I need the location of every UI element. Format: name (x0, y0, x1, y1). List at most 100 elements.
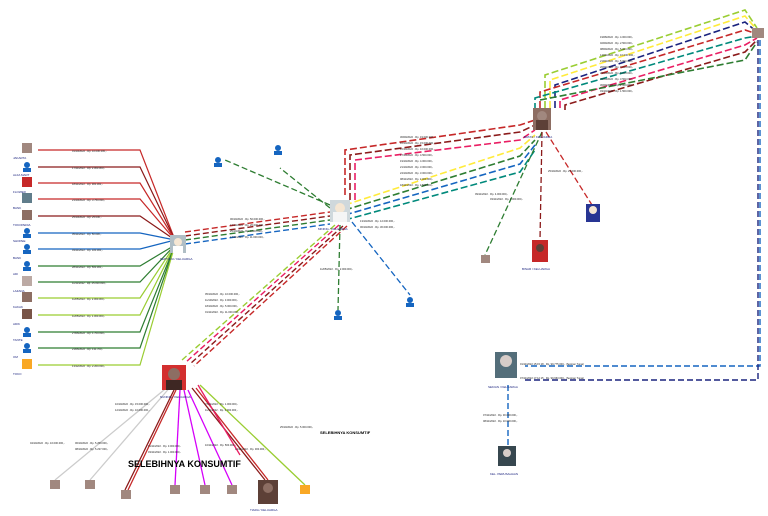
node-left-12[interactable]: TANTE (13, 327, 31, 342)
edge-left-4 (38, 198, 176, 241)
right-hub-label: BATAS / KELUARGA (524, 135, 552, 139)
svg-text:03/10/2022 · Rp. 1.500.000,-: 03/10/2022 · Rp. 1.500.000,- (600, 89, 633, 93)
right-hub-down-edges (484, 131, 593, 256)
node-bottom-1[interactable] (50, 480, 60, 489)
node-left-11[interactable]: ADIK (13, 309, 32, 326)
node-bottom-4[interactable] (170, 485, 180, 494)
edge-rt-5 (534, 35, 758, 110)
svg-text:ALFA MART: ALFA MART (13, 173, 30, 177)
svg-text:08/10/2022 · Rp. 5.237.000,-: 08/10/2022 · Rp. 5.237.000,- (75, 447, 108, 451)
edge-lc-3 (184, 219, 331, 241)
svg-text:18/10/2022 · Rp. 5.000.000,-: 18/10/2022 · Rp. 5.000.000,- (205, 304, 238, 308)
svg-text:12/10/2022 · Rp. 10.000.000,-: 12/10/2022 · Rp. 10.000.000,- (400, 147, 435, 151)
edge-cd-2 (351, 221, 411, 296)
edge-cd-1 (337, 224, 341, 311)
svg-text:05/11/2022 · Rp. 50.000,-: 05/11/2022 · Rp. 50.000,- (72, 232, 102, 236)
node-left-7[interactable]: BANK (13, 244, 31, 260)
node-left-4[interactable]: BANK (13, 193, 32, 210)
node-left-8[interactable]: ADI (13, 261, 31, 276)
svg-text:07/11/2022 17:12:15 · Rp. 99.9: 07/11/2022 17:12:15 · Rp. 99.963.000,- (… (520, 376, 584, 380)
edge-lc-2 (184, 215, 331, 237)
svg-text:21/06/2022 · Rp. 131.700,-: 21/06/2022 · Rp. 131.700,- (72, 347, 103, 351)
edge-left-2 (38, 166, 176, 241)
svg-text:03/11/2022 · Rp. 3.000.000,-: 03/11/2022 · Rp. 3.000.000,- (490, 197, 523, 201)
node-top-right[interactable] (752, 28, 764, 38)
edge-rv-2 (525, 40, 759, 381)
svg-text:25/10/2022 · Rp. 5.000.000,-: 25/10/2022 · Rp. 5.000.000,- (280, 425, 313, 429)
edge-rt-4 (539, 29, 758, 108)
node-top-center[interactable] (274, 145, 282, 155)
edge-rt-8 (539, 41, 758, 101)
person-right-bottom-label: BINAR / KELUARGA (522, 267, 550, 271)
svg-text:01/10/2022 · Rp. 10.000.000,-: 01/10/2022 · Rp. 10.000.000,- (72, 149, 107, 153)
person-bottom-right-label: TIARA / KELUARGA (250, 508, 278, 512)
node-bottom-3[interactable] (121, 490, 131, 499)
node-bottom-7[interactable]: TIARA / KELUARGA (250, 480, 278, 512)
edge-b-5 (174, 389, 181, 486)
center-hub-node[interactable]: MINING / KELUARGA (318, 200, 350, 231)
svg-text:27/06/2022 · Rp. 1.700.000,-: 27/06/2022 · Rp. 1.700.000,- (72, 331, 105, 335)
edge-cr-1 (344, 119, 536, 195)
node-bottom-5[interactable] (200, 485, 210, 494)
svg-text:LAZADA: LAZADA (13, 289, 25, 293)
svg-text:18/11/2022 · Rp. 2.500.000,-: 18/11/2022 · Rp. 2.500.000,- (400, 183, 433, 187)
edge-lc-4 (184, 223, 331, 245)
svg-text:KAKAK: KAKAK (13, 305, 23, 309)
node-left-1[interactable]: JAKARTA (13, 143, 32, 160)
node-left-2[interactable]: ALFA MART (13, 162, 31, 177)
svg-text:28/09/2022 · Rp. 8.000.000,-: 28/09/2022 · Rp. 8.000.000,- (600, 71, 633, 75)
bottom-row-nodes: TIARA / KELUARGA (50, 480, 310, 512)
right-hub-node[interactable]: BATAS / KELUARGA (524, 108, 552, 139)
node-left-13[interactable]: OM (13, 343, 31, 359)
left-nodes: JAKARTA ALFA MART FLOWER BANK TOKOPEDIA … (13, 143, 32, 376)
svg-text:06/10/2022 · Rp. 5.250.000,-: 06/10/2022 · Rp. 5.250.000,- (75, 441, 108, 445)
node-bottom-2[interactable] (85, 480, 95, 489)
svg-text:04/10/2022 · Rp. 16.000.000,-: 04/10/2022 · Rp. 16.000.000,- (30, 441, 65, 445)
edge-cb-4 (193, 225, 348, 367)
node-mid-right[interactable]: SEKIAN / KELUARGA (488, 352, 518, 389)
center-hub-label: MINING / KELUARGA (318, 227, 348, 231)
node-bottom-6[interactable] (227, 485, 237, 494)
svg-text:08/09/2022 · Rp. 5.000.000,-: 08/09/2022 · Rp. 5.000.000,- (600, 47, 633, 51)
node-left-14[interactable]: TOKO (13, 359, 32, 376)
svg-text:01/11/2022 · Rp. 11.000.000,-: 01/11/2022 · Rp. 11.000.000,- (205, 310, 239, 314)
svg-text:08/11/2022 · Rp. 10.000.000,-: 08/11/2022 · Rp. 10.000.000,- (483, 419, 518, 423)
node-right-down-3[interactable] (586, 204, 600, 222)
svg-text:12/10/2022 · Rp. 10.000.000,-: 12/10/2022 · Rp. 10.000.000,- (115, 408, 150, 412)
edge-left-11 (38, 244, 176, 316)
svg-text:30/09/2022 · Rp. 19.000.000,-: 30/09/2022 · Rp. 19.000.000,- (400, 135, 435, 139)
svg-text:13/10/2022 · Rp. 20.000.000,-: 13/10/2022 · Rp. 20.000.000,- (230, 223, 265, 227)
center-bottom-bundle (181, 224, 348, 367)
node-mid-right-down[interactable]: KEL. PERUSAHAAN (490, 446, 518, 476)
edge-left-8 (38, 244, 176, 267)
edge-left-9 (38, 244, 176, 283)
node-left-5[interactable]: TOKOPEDIA (13, 210, 32, 227)
right-vertical-edges (507, 40, 761, 445)
edge-cr-3 (354, 129, 536, 200)
node-top-left-center[interactable] (214, 157, 222, 167)
node-left-6[interactable]: SHOPEE (13, 228, 31, 243)
node-left-9[interactable]: LAZADA (13, 276, 32, 293)
svg-text:11/11/2022 · Rp. 3.000.000,-: 11/11/2022 · Rp. 3.000.000,- (205, 408, 238, 412)
node-bottom-8[interactable] (300, 485, 310, 494)
svg-text:25/10/2022 · Rp. 3.000.000,-: 25/10/2022 · Rp. 3.000.000,- (230, 229, 263, 233)
svg-text:07/11/2022 · Rp. 30.000.000,-: 07/11/2022 · Rp. 30.000.000,- (483, 413, 518, 417)
node-center-down-1[interactable] (334, 310, 342, 320)
node-right-down-1[interactable] (481, 255, 490, 263)
edge-left-6 (38, 232, 176, 241)
bottom-hub-node[interactable]: NUNING / KELUARGA (160, 365, 191, 399)
edge-b-3 (124, 389, 175, 491)
left-center-bundle (184, 211, 331, 245)
node-right-down-2[interactable]: BINAR / KELUARGA (522, 240, 550, 271)
svg-text:BANK: BANK (13, 256, 21, 260)
node-left-10[interactable]: KAKAK (13, 292, 32, 309)
svg-text:02/09/2022 · Rp. 2.500.000,-: 02/09/2022 · Rp. 2.500.000,- (600, 41, 633, 45)
edge-b-1 (54, 384, 171, 481)
svg-text:29/09/2022 · Rp. 3.500.000,-: 29/09/2022 · Rp. 3.500.000,- (600, 77, 633, 81)
node-center-down-2[interactable] (406, 297, 414, 307)
edge-labels: 01/10/2022 · Rp. 10.000.000,- 17/11/2022… (30, 35, 635, 454)
left-hub-node[interactable]: SEPTIANI / KELUARGA (160, 235, 193, 261)
node-left-3[interactable]: FLOWER (13, 177, 32, 194)
svg-text:14/09/2022 · Rp. 10.000.000,-: 14/09/2022 · Rp. 10.000.000,- (600, 53, 635, 57)
